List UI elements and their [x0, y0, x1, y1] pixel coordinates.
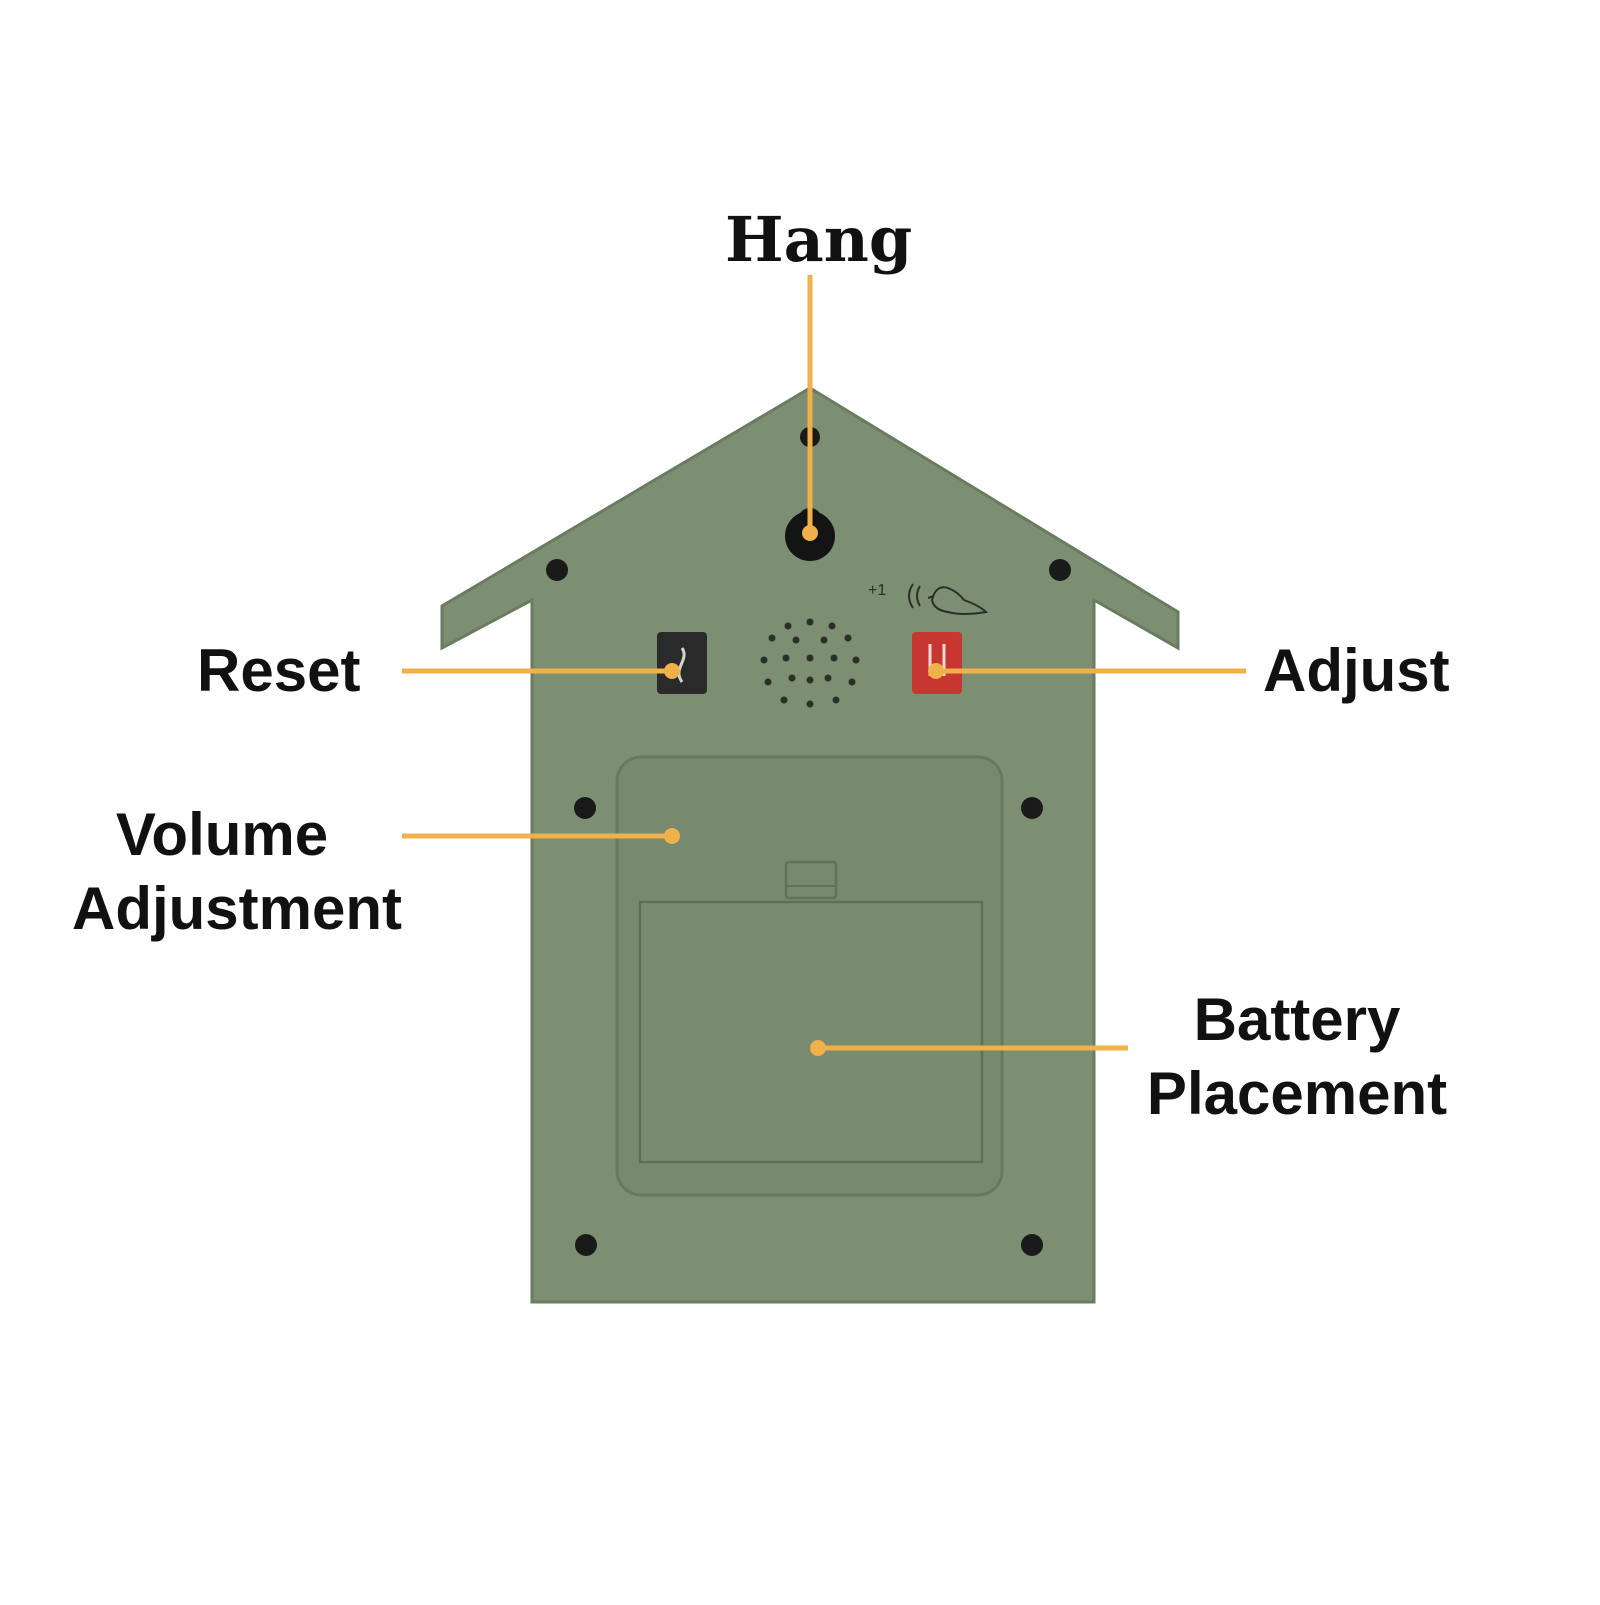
label-battery-line1: Battery	[1193, 986, 1401, 1053]
label-battery-placement: Battery Placement	[1127, 983, 1467, 1131]
label-volume-line2: Adjustment	[72, 875, 402, 942]
label-hang: Hang	[725, 203, 913, 276]
battery-cover-latch[interactable]	[784, 860, 838, 900]
label-adjust: Adjust	[1263, 637, 1450, 704]
reset-button[interactable]	[657, 632, 707, 694]
screw-holes	[546, 427, 1071, 1256]
leader-lines	[402, 275, 1246, 1051]
label-volume-adjustment: Volume Adjustment	[72, 798, 402, 946]
bird-icon	[927, 586, 989, 615]
leader-endpoints	[664, 525, 944, 1056]
label-reset: Reset	[197, 637, 361, 704]
battery-cover[interactable]	[638, 900, 984, 1164]
speaker-grille-icon	[760, 618, 860, 708]
adjust-button[interactable]	[912, 632, 962, 694]
cuckoo-counter-mark: +1	[868, 582, 887, 599]
sound-waves-icon	[908, 583, 921, 609]
label-volume-line1: Volume	[115, 801, 329, 868]
label-battery-line2: Placement	[1146, 1060, 1448, 1127]
